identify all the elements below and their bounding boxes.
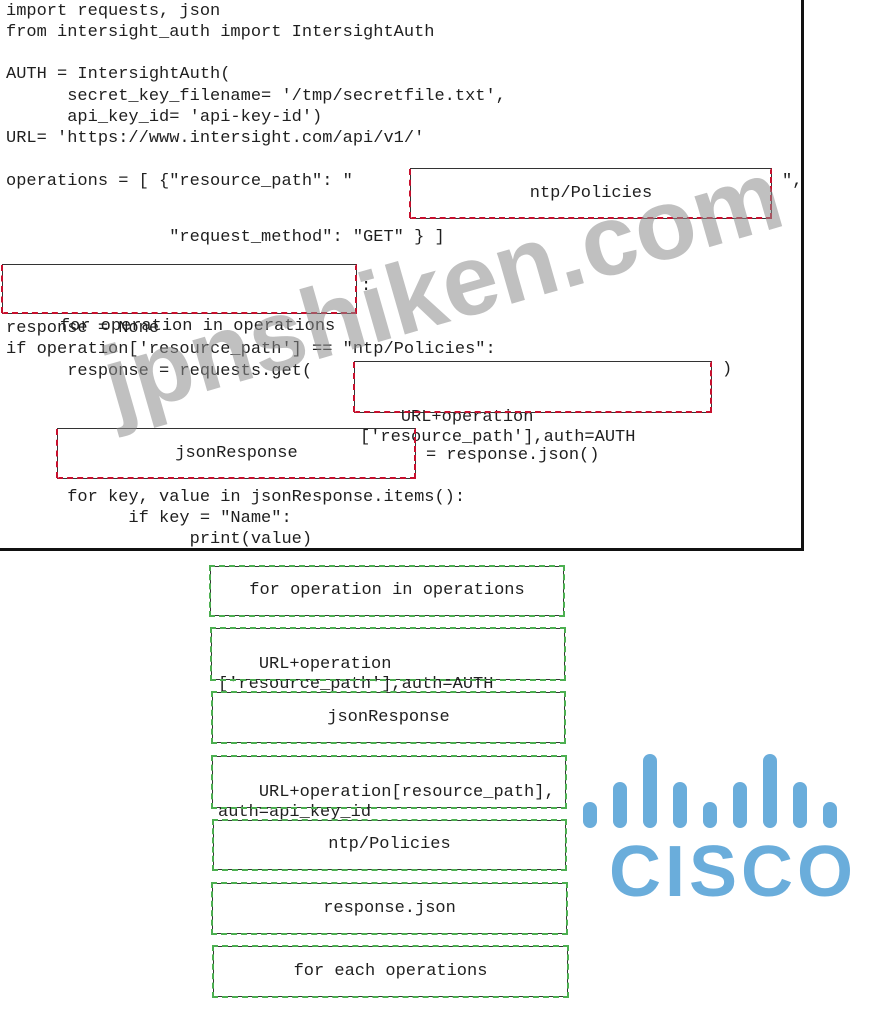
option-label: URL+operation ['resource_path'],auth=AUT… <box>218 655 494 694</box>
slot-text-resource-path: ntp/Policies <box>529 183 653 203</box>
drop-slot-resource-path[interactable]: ntp/Policies <box>409 168 772 219</box>
option-ntp-policies[interactable]: ntp/Policies <box>212 819 567 871</box>
drop-slot-json-var[interactable]: jsonResponse <box>56 428 416 479</box>
drop-slot-get-args[interactable]: URL+operation ['resource_path'],auth=AUT… <box>353 361 712 447</box>
cisco-wordmark: CISCO <box>609 832 858 912</box>
code-line-if-key: if key = "Name": <box>6 509 292 528</box>
option-label: response.json <box>323 898 456 918</box>
slot-text-loop: for operation in operations <box>59 317 336 336</box>
option-label: for each operations <box>293 961 488 981</box>
drop-slot-loop[interactable]: for operation in operations <box>1 264 357 336</box>
code-line-url: URL= 'https://www.intersight.com/api/v1/… <box>6 129 425 148</box>
code-line-request-method: "request_method": "GET" } ] <box>6 228 445 247</box>
slot-text-json-var: jsonResponse <box>175 443 298 463</box>
code-line-print: print(value) <box>6 530 313 549</box>
code-line-auth: AUTH = IntersightAuth( <box>6 65 231 84</box>
code-line-json-assign: = response.json() <box>426 446 600 465</box>
code-line-secret-key: secret_key_filename= '/tmp/secretfile.tx… <box>6 87 506 106</box>
code-panel: import requests, json from intersight_au… <box>0 0 804 551</box>
code-line-if-resource-path: if operation['resource_path'] == "ntp/Po… <box>6 340 496 359</box>
code-line-requests-get: response = requests.get( <box>6 362 313 381</box>
code-line-response-none: response = None <box>6 319 160 338</box>
option-label: for operation in operations <box>249 581 525 600</box>
option-for-each-operations[interactable]: for each operations <box>212 945 569 998</box>
option-for-operation-in-operations[interactable]: for operation in operations <box>209 565 565 617</box>
option-response-json[interactable]: response.json <box>211 882 568 935</box>
code-line-for-items: for key, value in jsonResponse.items(): <box>6 488 466 507</box>
cisco-bars-icon <box>583 748 868 828</box>
code-line-api-key: api_key_id= 'api-key-id') <box>6 108 323 127</box>
option-label: ntp/Policies <box>328 835 451 854</box>
option-url-resource-path-api-key[interactable]: URL+operation[resource_path], auth=api_k… <box>211 755 567 822</box>
option-json-response[interactable]: jsonResponse <box>211 691 566 744</box>
cisco-logo: CISCO <box>583 748 868 908</box>
option-label: jsonResponse <box>327 707 450 727</box>
option-label: URL+operation[resource_path], auth=api_k… <box>218 783 555 822</box>
code-line-loop-colon: : <box>361 277 372 296</box>
code-line-operations-prefix: operations = [ {"resource_path": " <box>6 172 353 191</box>
slot-text-get-args: URL+operation ['resource_path'],auth=AUT… <box>360 408 636 447</box>
code-line-import: import requests, json <box>6 2 221 21</box>
code-line-from-import: from intersight_auth import IntersightAu… <box>6 23 435 42</box>
code-line-get-close: ) <box>722 360 733 379</box>
option-url-operation-auth[interactable]: URL+operation ['resource_path'],auth=AUT… <box>210 627 566 694</box>
code-line-operations-suffix: ", <box>782 172 803 191</box>
